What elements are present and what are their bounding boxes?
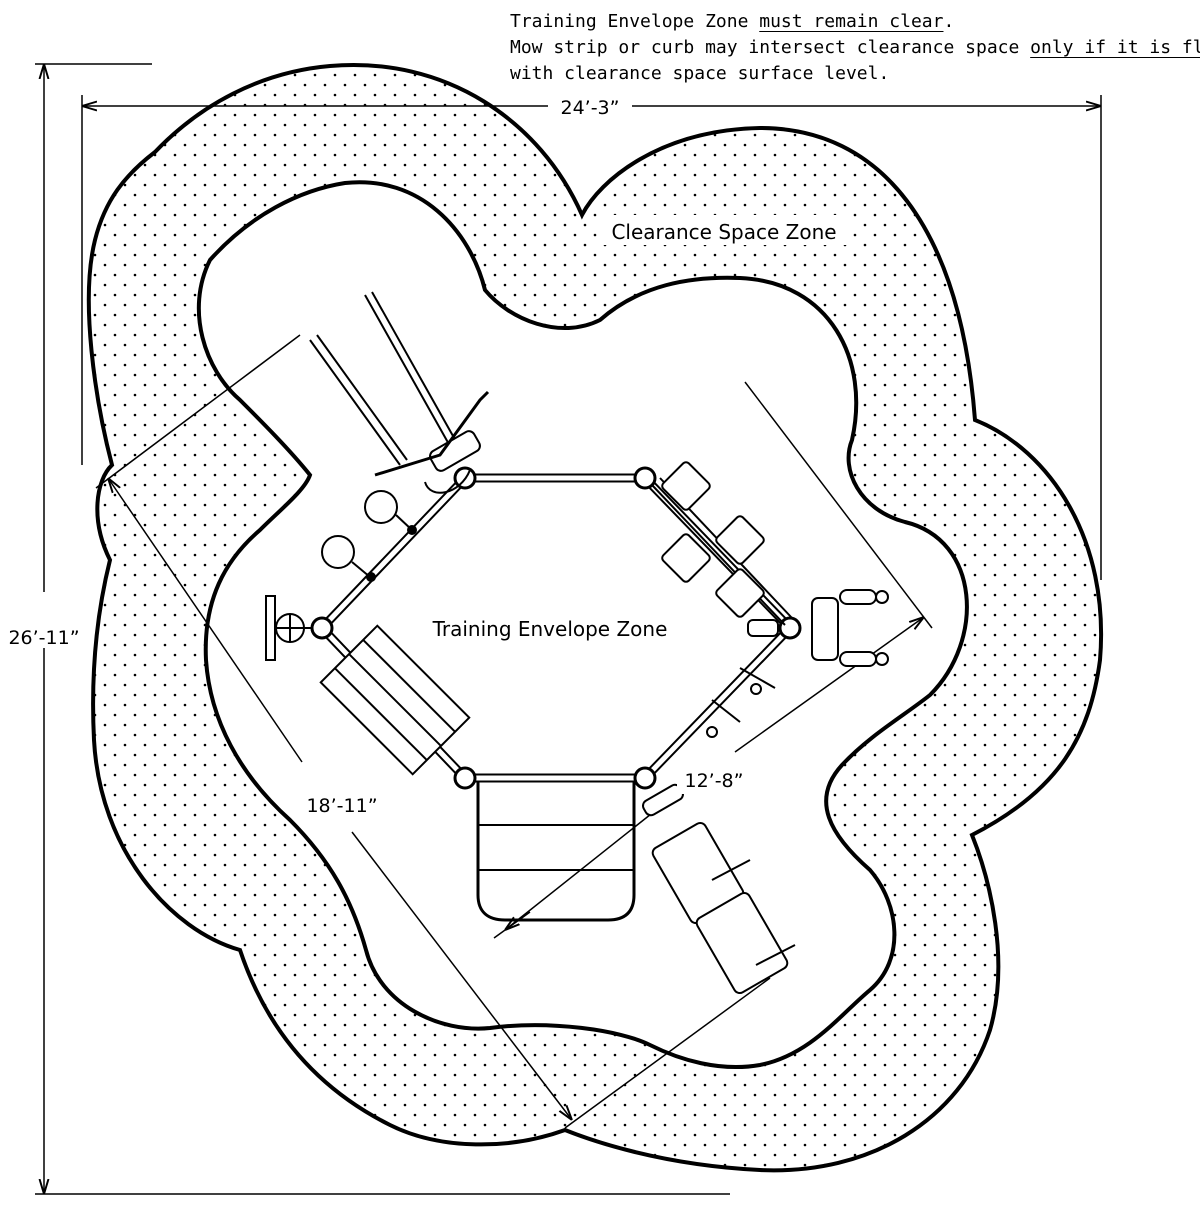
note-emphasis: only if it is flush: [1030, 37, 1200, 58]
post-left: [310, 616, 334, 640]
hexagon-frame: [310, 466, 802, 790]
station-wheel: [265, 595, 312, 661]
station-spin-balls: [321, 490, 417, 582]
note-text: Training Envelope Zone: [510, 11, 760, 32]
diagonal-short-label: 12’-8”: [684, 770, 743, 792]
station-pull-bars: [309, 291, 490, 494]
note-emphasis: must remain clear: [759, 11, 944, 32]
diagonal-long-label: 18’-11”: [306, 795, 377, 817]
exercise-equipment: [265, 291, 889, 995]
overall-width-label: 24’-3”: [560, 97, 619, 119]
station-ladder: [476, 782, 636, 922]
station-bench: [319, 624, 471, 776]
note-line-3: with clearance space surface level.: [510, 61, 889, 86]
post-right: [778, 616, 802, 640]
clearance-zone-label: Clearance Space Zone: [611, 220, 836, 244]
station-situp-boards: [642, 667, 796, 995]
note-text: .: [943, 11, 955, 32]
note-text: Mow strip or curb may intersect clearanc…: [510, 37, 1031, 58]
diagonal-dimension-long: [95, 334, 771, 1129]
envelope-zone-label: Training Envelope Zone: [432, 617, 668, 641]
station-handlebars: [747, 589, 889, 667]
note-text: with clearance space surface level.: [510, 63, 890, 84]
note-line-1: Training Envelope Zone must remain clear…: [510, 9, 954, 34]
overall-dimension-lines: [35, 63, 1102, 1195]
training-envelope-zone: [196, 180, 969, 1070]
post-bottom-left: [453, 766, 477, 790]
station-steps: [651, 461, 793, 626]
note-line-2: Mow strip or curb may intersect clearanc…: [510, 35, 1200, 60]
diagonal-dimension-short: [493, 381, 933, 939]
overall-height-label: 26’-11”: [8, 627, 79, 649]
post-bottom-right: [633, 766, 657, 790]
post-top-right: [633, 466, 657, 490]
